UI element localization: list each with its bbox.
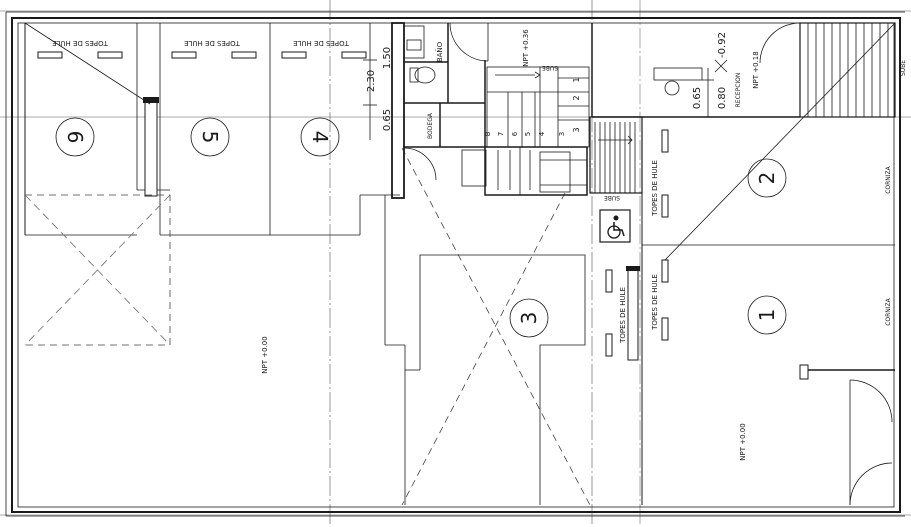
dashed-area-center <box>401 147 591 506</box>
space-1-marker: 1 <box>747 295 787 335</box>
topes-label-6: TOPES DE HULE <box>52 39 109 47</box>
dashed-area-left <box>24 194 171 346</box>
dimension-065-left: 0.65 <box>382 109 393 131</box>
level-label-stair: NPT +0.36 <box>522 29 530 67</box>
diagonal-line <box>24 22 151 105</box>
stair-step-number: 4 <box>538 131 546 136</box>
space-2-number: 2 <box>755 172 779 185</box>
topes-label-1: TOPES DE HULE <box>651 274 659 331</box>
stairs-up-label-ramp: SUBE <box>604 194 620 201</box>
space-6-number: 6 <box>63 131 87 144</box>
storage-label: BODEGA <box>427 112 434 139</box>
level-label-right: NPT +0.00 <box>739 423 747 460</box>
stair-step-number: 5 <box>524 132 532 136</box>
dimension-065-right: 0.65 <box>692 87 703 109</box>
parking-stalls-right <box>641 117 895 506</box>
stair-step-number: 6 <box>511 131 519 136</box>
exterior-walls <box>5 11 905 517</box>
level-label-reception: NPT +0.18 <box>752 51 760 88</box>
dimension-lines <box>363 23 790 140</box>
parking-stalls-top <box>24 23 406 505</box>
bath-label: BAÑO <box>435 41 444 62</box>
stair-step-number: 8 <box>484 132 492 136</box>
wheelchair-icon <box>599 209 631 243</box>
wheel-stops <box>37 51 669 357</box>
space-4-number: 4 <box>308 131 332 144</box>
topes-label-3: TOPES DE HULE <box>619 287 627 344</box>
dimension-092: -0.92 <box>717 32 728 58</box>
level-label-left: NPT +0.00 <box>261 336 269 373</box>
right-stairs <box>799 22 896 118</box>
dimension-150: 1.50 <box>382 47 393 69</box>
cornice-label-bottom: CORNIZA <box>885 297 892 325</box>
space-2-marker: 2 <box>747 158 787 198</box>
space-5-marker: 5 <box>190 117 230 157</box>
stair-step-number: 2 <box>572 95 581 100</box>
stair-step-number: 1 <box>572 77 581 82</box>
stairs <box>484 66 590 196</box>
reception-area <box>449 22 801 118</box>
stair-step-number: 7 <box>497 132 505 136</box>
space-1-number: 1 <box>755 309 779 322</box>
space-5-number: 5 <box>198 131 222 144</box>
columns <box>143 97 640 361</box>
dimension-080: 0.80 <box>717 87 728 109</box>
topes-label-2: TOPES DE HULE <box>651 160 659 217</box>
stairs-up-label-top: SUBE <box>542 64 558 71</box>
topes-label-4: TOPES DE HULE <box>293 39 350 47</box>
reception-label: RECEPCION <box>735 73 742 108</box>
space-4-marker: 4 <box>300 117 340 157</box>
space-6-marker: 6 <box>55 117 95 157</box>
topes-label-5: TOPES DE HULE <box>184 39 241 47</box>
space-3-marker: 3 <box>509 298 549 338</box>
space-3-number: 3 <box>517 312 541 325</box>
diagonal-line <box>664 22 896 261</box>
service-core <box>391 22 487 199</box>
stair-step-number: 3 <box>572 127 581 132</box>
stairs-up-label-right: SUBE <box>900 60 907 76</box>
cornice-label-top: CORNIZA <box>885 165 892 193</box>
stair-step-number: 3 <box>558 132 566 136</box>
dimension-230: 2.30 <box>366 70 377 92</box>
ramp <box>589 116 643 194</box>
